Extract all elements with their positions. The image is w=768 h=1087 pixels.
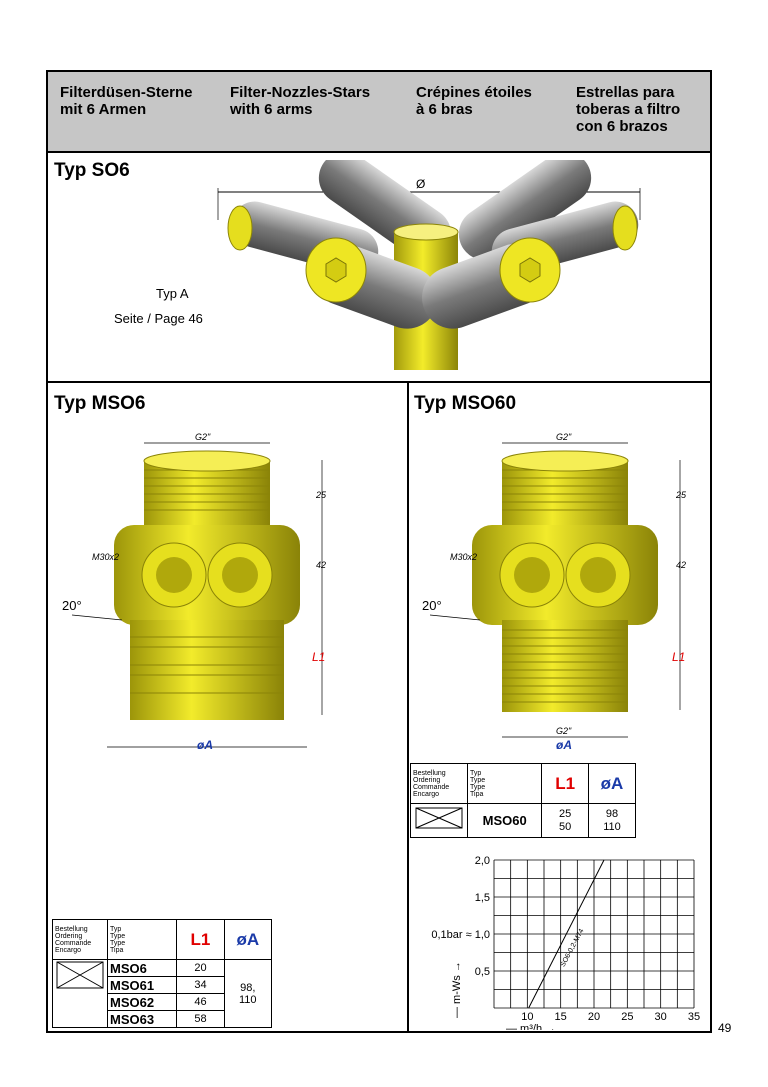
nozzle-arm bbox=[458, 160, 592, 261]
mso60-thread-side: M30x2 bbox=[450, 552, 478, 562]
oa-header: øA bbox=[223, 919, 273, 960]
divider-horizontal bbox=[46, 381, 712, 383]
header-bar: Filterdüsen-Sterne mit 6 Armen Filter-No… bbox=[46, 70, 712, 153]
so6-type-ref: Typ A bbox=[156, 286, 189, 301]
mso6-dim-l1: L1 bbox=[312, 650, 326, 664]
mso60-angle: 20° bbox=[422, 598, 442, 613]
table-row-type: MSO6 bbox=[106, 959, 178, 977]
so6-page-ref: Seite / Page 46 bbox=[114, 311, 203, 326]
x-axis-label: — m³/h → bbox=[506, 1023, 556, 1030]
y-tick-label: 2,0 bbox=[475, 855, 490, 867]
type-label: Typ Type Type Tipa bbox=[110, 925, 126, 954]
type-label-cell: Typ Type Type Tipa bbox=[106, 919, 178, 960]
table-row-l1: 58 bbox=[176, 1010, 225, 1028]
l1-header: L1 bbox=[176, 919, 225, 960]
x-tick-label: 25 bbox=[621, 1011, 633, 1023]
mso6-thread-side: M30x2 bbox=[92, 552, 120, 562]
mso6-dim-25: 25 bbox=[316, 490, 327, 500]
order-label: Bestellung Ordering Commande Encargo bbox=[55, 925, 92, 954]
mso6-thread-top: G2" bbox=[195, 432, 211, 442]
mso60-l1: 25 50 bbox=[541, 803, 590, 838]
mso60-dim-25: 25 bbox=[676, 490, 687, 500]
order-box-icon bbox=[56, 961, 104, 989]
y-tick-label: 0,5 bbox=[475, 966, 490, 978]
mso60-dim-l1: L1 bbox=[672, 650, 686, 664]
y-tick-label: 0,1bar ≈ 1,0 bbox=[431, 929, 490, 941]
mso60-oa: 98 110 bbox=[588, 803, 636, 838]
nozzle-arm bbox=[422, 237, 561, 329]
order-checkbox[interactable] bbox=[410, 803, 468, 838]
mso60-drawing bbox=[429, 442, 681, 738]
header-english: Filter-Nozzles-Stars with 6 arms bbox=[230, 84, 371, 118]
so6-diameter-label: Ø bbox=[416, 177, 425, 191]
x-tick-label: 30 bbox=[655, 1011, 667, 1023]
mso60-dim-oa: øA bbox=[556, 738, 572, 752]
order-checkbox[interactable] bbox=[52, 959, 108, 1028]
mso6-title: Typ MSO6 bbox=[54, 393, 146, 414]
y-axis-label: — m-Ws → bbox=[451, 961, 463, 1018]
table-row-l1: 46 bbox=[176, 993, 225, 1011]
order-label-cell: Bestellung Ordering Commande Encargo bbox=[410, 763, 468, 804]
table-row-type: MSO61 bbox=[106, 976, 178, 994]
mso6-angle: 20° bbox=[62, 598, 82, 613]
table-row-l1: 20 bbox=[176, 959, 225, 977]
order-label: Bestellung Ordering Commande Encargo bbox=[413, 769, 450, 798]
mso6-dim-42: 42 bbox=[316, 560, 327, 570]
mso60-thread-bottom: G2" bbox=[556, 726, 572, 736]
header-german: Filterdüsen-Sterne mit 6 Armen bbox=[60, 84, 193, 118]
header-french: Crépines étoiles à 6 bras bbox=[416, 84, 532, 118]
mso6-order-table: Bestellung Ordering Commande Encargo Typ… bbox=[52, 919, 273, 1028]
type-label: Typ Type Type Tipa bbox=[470, 769, 486, 798]
so6-star-illustration: Ø bbox=[217, 160, 641, 370]
mso6-dim-oa: øA bbox=[197, 738, 213, 752]
order-label-cell: Bestellung Ordering Commande Encargo bbox=[52, 919, 108, 960]
type-label-cell: Typ Type Type Tipa bbox=[466, 763, 543, 804]
mso60-type: MSO60 bbox=[466, 803, 543, 838]
mso60-thread-top: G2" bbox=[556, 432, 572, 442]
table-row-l1: 34 bbox=[176, 976, 225, 994]
order-box-icon bbox=[415, 807, 463, 829]
x-tick-label: 20 bbox=[588, 1011, 600, 1023]
x-tick-label: 35 bbox=[688, 1011, 700, 1023]
table-row-type: MSO62 bbox=[106, 993, 178, 1011]
mso60-dim-42: 42 bbox=[676, 560, 687, 570]
table-row-type: MSO63 bbox=[106, 1010, 178, 1028]
mso60-order-table: Bestellung Ordering Commande Encargo Typ… bbox=[410, 763, 636, 838]
y-tick-label: 1,5 bbox=[475, 892, 490, 904]
x-tick-label: 15 bbox=[555, 1011, 567, 1023]
mso60-title: Typ MSO60 bbox=[414, 393, 517, 414]
nozzle-arm bbox=[305, 237, 438, 329]
x-tick-label: 10 bbox=[521, 1011, 533, 1023]
series-line bbox=[528, 859, 605, 1009]
so6-title: Typ SO6 bbox=[54, 160, 130, 181]
oa-header: øA bbox=[588, 763, 636, 804]
header-spanish: Estrellas para toberas a filtro con 6 br… bbox=[576, 84, 681, 135]
mso6-oa: 98, 110 bbox=[223, 959, 273, 1028]
divider-vertical bbox=[407, 381, 409, 1033]
mso6-drawing bbox=[71, 442, 323, 748]
l1-header: L1 bbox=[541, 763, 590, 804]
page-number: 49 bbox=[718, 1021, 732, 1035]
